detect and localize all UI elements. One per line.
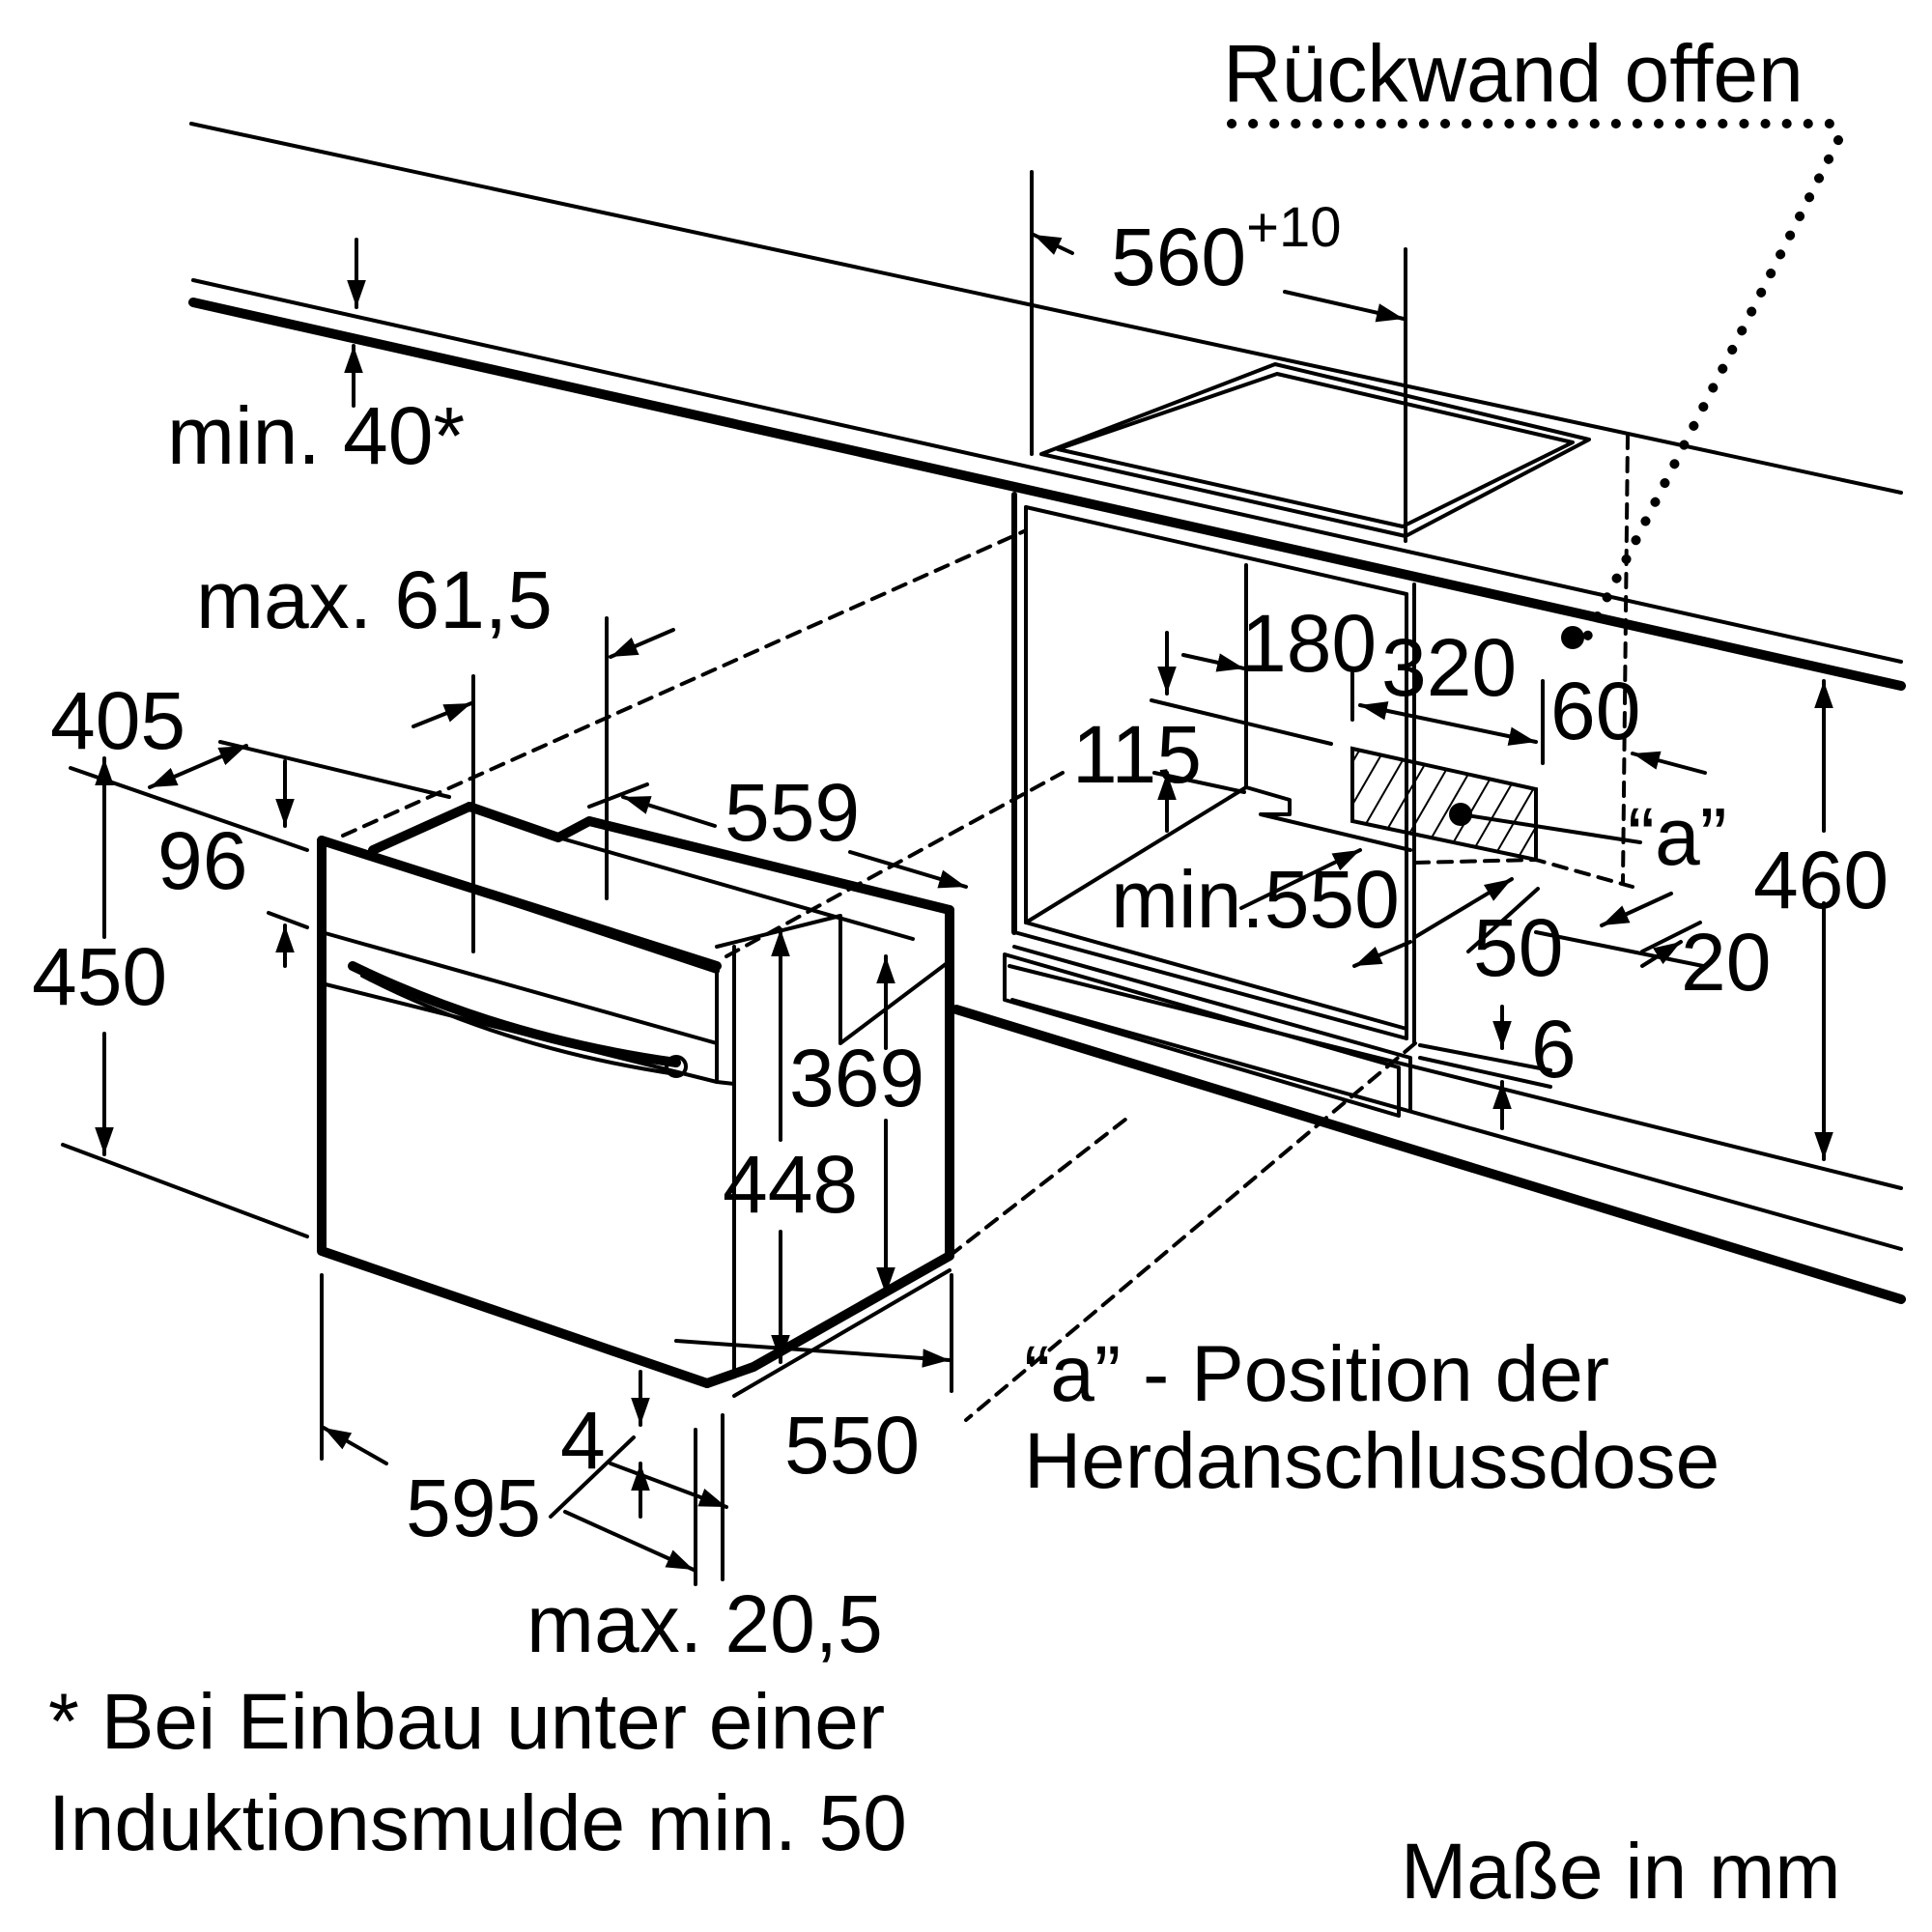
dim-6-label: 6 — [1531, 1004, 1577, 1094]
cooktop — [1039, 362, 1591, 538]
dim-450-label: 450 — [32, 931, 167, 1022]
floor-line-3 — [952, 1005, 1906, 1304]
worktop-front-edge — [188, 298, 1906, 691]
dim-20-label: 20 — [1681, 917, 1771, 1008]
min-550-label: min.550 — [1111, 854, 1400, 945]
labels: Rückwand offen 560+10 min. 40* max. 61,5… — [32, 28, 1889, 1916]
niche-width-value: 560 — [1111, 212, 1246, 302]
dimension-lines — [95, 170, 1833, 1586]
floor-lines — [61, 766, 1906, 1304]
dim-96-label: 96 — [157, 815, 247, 906]
niche-cabinet — [964, 119, 1845, 1422]
min-gap-top-label: min. 40* — [167, 390, 465, 481]
units-label: Maße in mm — [1401, 1828, 1841, 1916]
dim-550-label: 550 — [784, 1400, 920, 1491]
worktop-underside-line — [191, 278, 1903, 664]
max-615-label: max. 61,5 — [196, 554, 553, 645]
oven — [317, 529, 1132, 1398]
dim-369-label: 369 — [789, 1033, 924, 1123]
dim-448-label: 448 — [723, 1139, 858, 1230]
dim-559-label: 559 — [724, 767, 860, 858]
caption-line-1: “a” - Position der — [1024, 1330, 1609, 1418]
worktop — [188, 122, 1906, 691]
floor-line-2 — [1010, 998, 1903, 1251]
marker-a-label: “a” — [1628, 791, 1727, 882]
worktop-top-edge — [189, 122, 1903, 495]
plinth-line-left — [61, 1143, 309, 1238]
dim-320-label: 320 — [1381, 622, 1517, 713]
rueckwand-label: Rückwand offen — [1223, 28, 1804, 119]
dim-180-label: 180 — [1241, 598, 1377, 689]
caption-line-2: Herdanschlussdose — [1024, 1417, 1719, 1505]
dim-50-label: 50 — [1473, 902, 1563, 993]
rear-opening-dot — [1561, 626, 1584, 649]
footnote-line-1: * Bei Einbau unter einer — [48, 1678, 885, 1766]
floor-line-1 — [1008, 964, 1903, 1190]
niche-width-label: 560+10 — [1111, 196, 1342, 302]
dim-4-label: 4 — [560, 1395, 606, 1486]
dim-460-label: 460 — [1753, 835, 1889, 925]
dim-595-label: 595 — [406, 1463, 541, 1553]
dim-405-label: 405 — [50, 675, 185, 766]
dim-115-label: 115 — [1072, 709, 1202, 800]
niche-width-tolerance: +10 — [1246, 196, 1341, 259]
dim-60-label: 60 — [1550, 666, 1640, 756]
max-205-label: max. 20,5 — [526, 1578, 883, 1669]
footnote-line-2: Induktionsmulde min. 50 — [48, 1779, 907, 1867]
